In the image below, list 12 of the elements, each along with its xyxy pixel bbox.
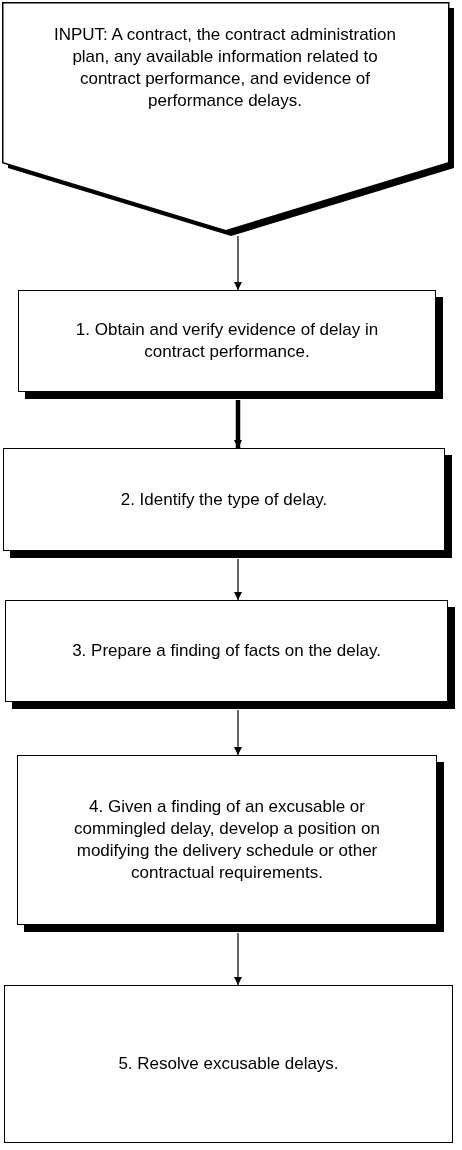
process-box [4,985,453,1143]
arrow [234,932,242,986]
step-text: 3. Prepare a finding of facts on the delay. [71,640,382,662]
step-text: 5. Resolve excusable delays. [117,1053,340,1075]
arrow [234,400,242,448]
arrow [234,709,242,756]
step-text: 1. Obtain and verify evidence of delay in contract performance. [74,319,380,363]
arrow [234,558,242,601]
arrow [234,235,242,291]
step-text: 2. Identify the type of delay. [119,488,329,511]
step-text: 4. Given a finding of an excusable or commingled delay, develop a position on modifying the delivery schedule or other contractual requirements. [73,796,381,884]
input-text: INPUT: A contract, the contract administration plan, any available information related to contract performance, and evidence of performance delays. [52,24,397,112]
